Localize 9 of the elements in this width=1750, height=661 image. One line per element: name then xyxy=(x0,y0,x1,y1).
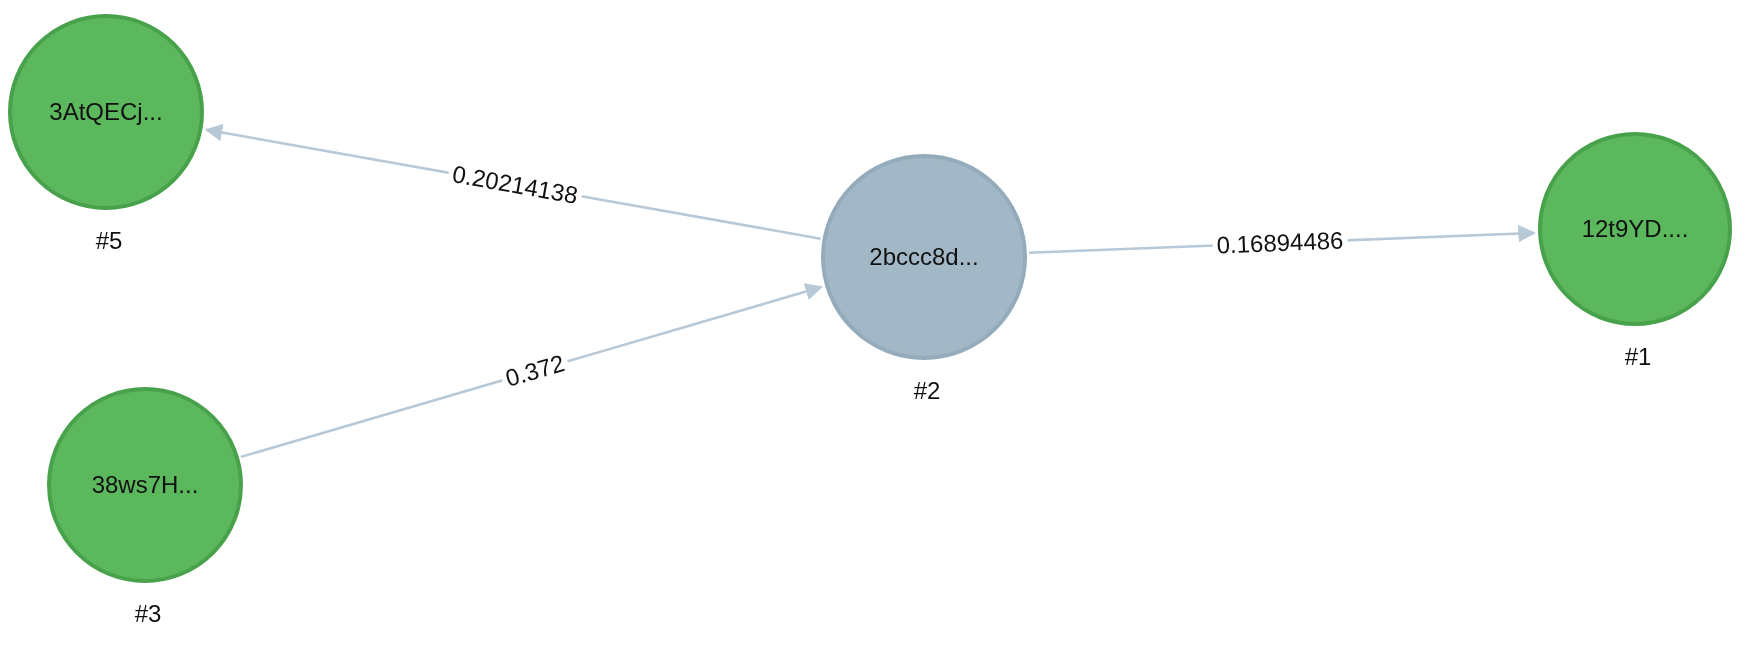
node-number: #3 xyxy=(134,600,162,628)
node-number: #5 xyxy=(95,227,123,255)
node-label: 2bccc8d... xyxy=(869,243,979,271)
node-label: 38ws7H... xyxy=(91,471,199,499)
node-number: #2 xyxy=(913,377,941,405)
arrow xyxy=(240,283,823,459)
node-label: 3AtQECj... xyxy=(49,98,163,126)
node-label: 12t9YD.... xyxy=(1581,215,1689,243)
node-number: #1 xyxy=(1624,343,1652,371)
